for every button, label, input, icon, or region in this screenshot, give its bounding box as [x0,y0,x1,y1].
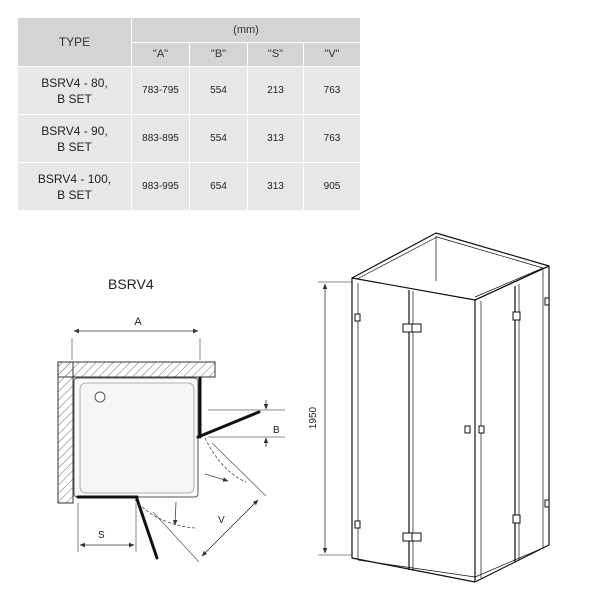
dimension-table: TYPE (mm) "A" "B" "S" "V" BSRV4 - 80,B S… [17,17,361,211]
cell-s: 313 [247,162,304,211]
cell-b: 554 [189,66,248,115]
dimension-b: B [208,400,285,447]
row-type-name: BSRV4 - 90,B SET [17,114,132,163]
dimension-b-label: B [273,425,280,436]
hinges [354,297,550,542]
dimension-height: 1950 [308,281,352,556]
column-header-v: "V" [303,41,361,67]
door-swing-arrows [134,437,247,529]
shower-tray [73,377,199,498]
plan-title: BSRV4 [108,276,154,292]
cell-a: 883-895 [131,114,190,163]
dimension-a: A [71,316,201,360]
dimension-s-label: S [98,530,105,541]
cell-s: 313 [247,114,304,163]
cell-v: 763 [303,114,361,163]
table-row: BSRV4 - 90,B SET 883-895 554 313 763 [17,114,361,163]
cell-b: 654 [189,162,248,211]
elevation-view: 1950 [308,232,550,583]
height-label: 1950 [308,406,319,429]
type-header: TYPE [17,17,132,67]
column-header-s: "S" [247,41,304,67]
table-row: BSRV4 - 80,B SET 783-795 554 213 763 [17,66,361,115]
door-panels [76,376,261,560]
cell-b: 554 [189,114,248,163]
table-row: BSRV4 - 100,B SET 983-995 654 313 905 [17,162,361,211]
front-left-panel [351,278,476,583]
dimension-v: V [152,442,267,563]
wall [57,361,216,504]
row-type-name: BSRV4 - 100,B SET [17,162,132,211]
cell-v: 905 [303,162,361,211]
drain-icon [94,391,106,403]
dimension-v-label: V [218,515,225,526]
front-right-panel [474,265,550,583]
cell-v: 763 [303,66,361,115]
cell-a: 983-995 [131,162,190,211]
dimension-a-label: A [134,316,142,328]
dimension-s: S [77,503,137,552]
plan-view: BSRV4 A [57,276,285,563]
door-handles [464,425,485,434]
row-type-name: BSRV4 - 80,B SET [17,66,132,115]
